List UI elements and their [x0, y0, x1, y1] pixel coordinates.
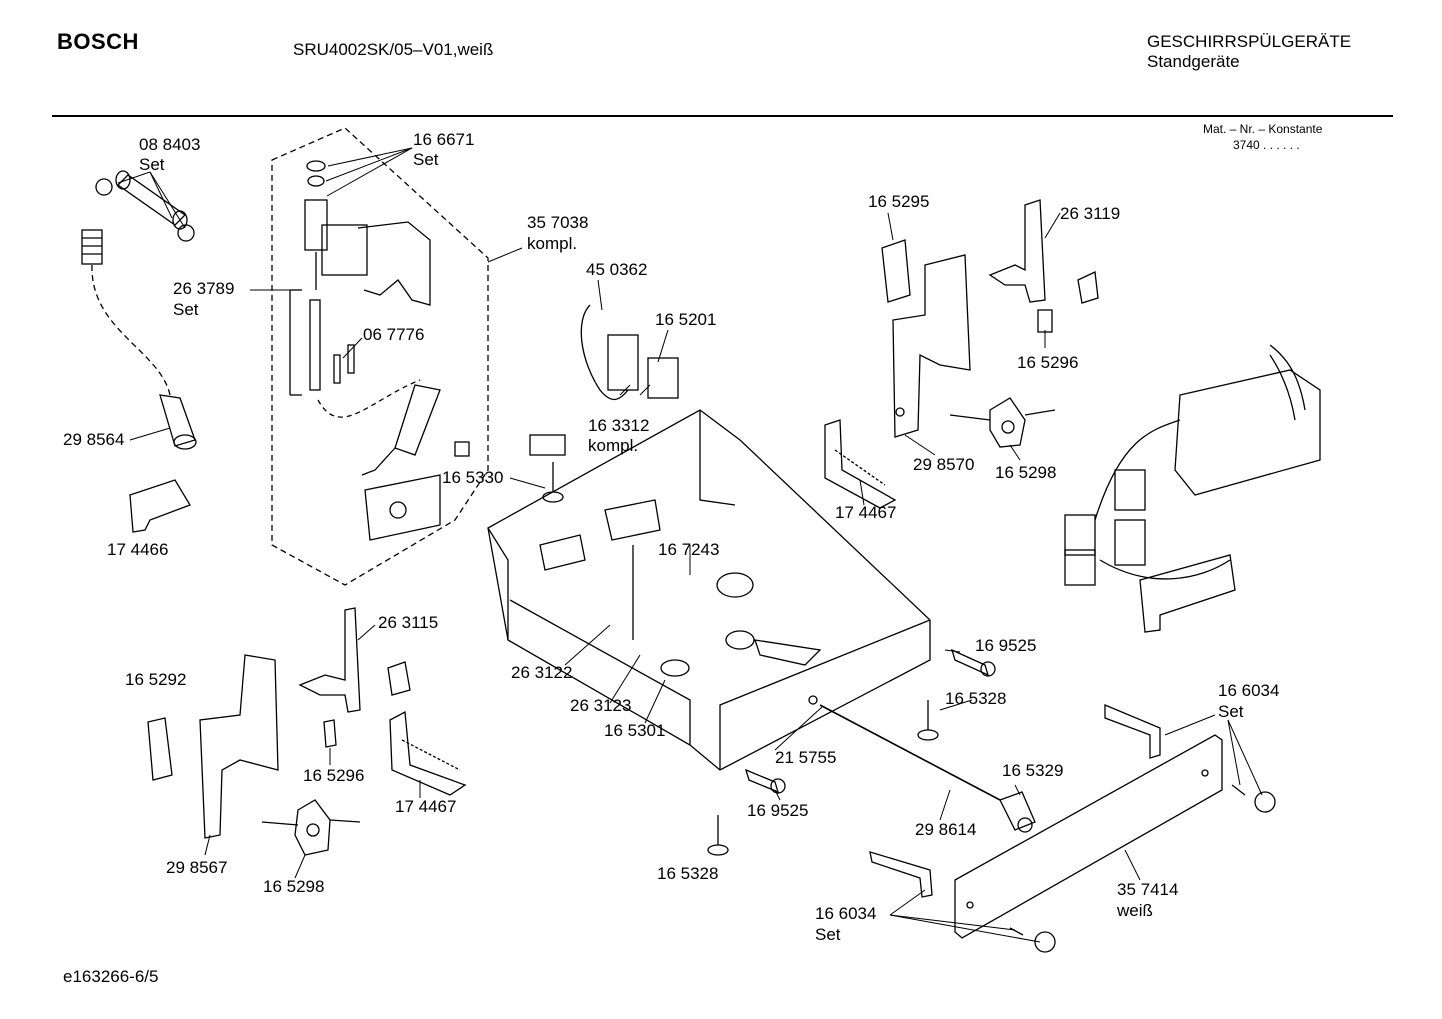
part-label: 26 3122 — [511, 663, 573, 682]
part-label: 16 5298 — [263, 877, 325, 896]
part-label: 16 5298 — [995, 463, 1057, 482]
connector-icon — [580, 304, 679, 401]
part-label: 17 4467 — [835, 503, 897, 522]
part-label: 35 7038 — [527, 213, 589, 232]
kick-panel-icon — [954, 734, 1223, 939]
part-label: 16 6671 — [413, 130, 475, 149]
part-label: 29 8570 — [913, 455, 975, 474]
part-label: Set — [815, 925, 841, 944]
part-label: kompl. — [588, 436, 639, 455]
part-label: 45 0362 — [586, 260, 648, 279]
mat-value: 3740 . . . . . . — [1233, 138, 1300, 152]
part-label: Set — [173, 300, 199, 319]
part-label: 16 5292 — [125, 670, 187, 689]
plate-165292-icon — [147, 717, 173, 781]
base-tub-icon — [487, 409, 931, 771]
part-label: 16 5295 — [868, 192, 930, 211]
valve-assembly-icon — [289, 160, 470, 541]
part-label: 16 5301 — [604, 721, 666, 740]
part-label: 26 3115 — [378, 613, 439, 632]
part-label: 16 6034 — [815, 904, 877, 923]
part-label: Set — [139, 155, 165, 174]
sensor-icon — [949, 397, 1056, 448]
part-label: kompl. — [527, 234, 578, 253]
brand-logo: BOSCH — [57, 29, 139, 54]
leader-lines — [117, 147, 1263, 943]
part-label: 16 5201 — [655, 310, 717, 329]
wiring-harness-icon — [1064, 344, 1321, 633]
part-label: 16 5296 — [1017, 353, 1079, 372]
bracket-263119-icon — [988, 199, 1046, 303]
bracket-263115-icon — [298, 607, 361, 713]
heater-lower-icon — [389, 710, 467, 796]
part-label: 21 5755 — [775, 748, 837, 767]
clip-pin-icon — [323, 719, 337, 748]
screw-169525a-icon — [950, 648, 996, 677]
mat-label: Mat. – Nr. – Konstante — [1203, 122, 1323, 136]
part-label: weiß — [1117, 901, 1153, 920]
part-label: 16 5296 — [303, 766, 365, 785]
part-label: 08 8403 — [139, 135, 201, 154]
part-label: 29 8614 — [915, 820, 977, 839]
document-id: e163266-6/5 — [63, 967, 159, 986]
part-label: 16 9525 — [747, 801, 809, 820]
clip-lower-icon — [387, 661, 411, 696]
corrugated-hose-icon — [81, 229, 197, 450]
part-label: Set — [413, 150, 439, 169]
upper-right-bracket-icon — [881, 239, 971, 438]
cap-166034b-icon — [1009, 927, 1056, 953]
part-label: 06 7776 — [363, 325, 425, 344]
block-icon — [529, 434, 566, 456]
part-label: 16 5328 — [657, 864, 719, 883]
assembly-dashed-outline — [271, 127, 489, 586]
part-label: 26 3123 — [570, 696, 632, 715]
heater-upper-icon — [824, 419, 897, 509]
rod-icon — [819, 704, 1001, 801]
screw-165328a-icon — [917, 700, 939, 741]
foot-165329-icon — [999, 791, 1036, 833]
category-title: GESCHIRRSPÜLGERÄTE — [1147, 32, 1352, 51]
subcategory-title: Standgeräte — [1147, 52, 1240, 71]
model-number: SRU4002SK/05–V01,weiß — [293, 40, 494, 59]
part-label: 16 6034 — [1218, 681, 1280, 700]
part-label: 16 5329 — [1002, 761, 1064, 780]
part-label: 29 8564 — [63, 430, 125, 449]
bracket-icon — [129, 479, 191, 533]
bracket-298567-icon — [199, 654, 279, 839]
part-label: 17 4467 — [395, 797, 457, 816]
bracket-166034a-icon — [1104, 704, 1161, 759]
part-label: 16 5330 — [442, 468, 504, 487]
part-label: 16 3312 — [588, 416, 650, 435]
part-label: 16 5328 — [945, 689, 1007, 708]
part-label: 29 8567 — [166, 858, 228, 877]
part-label: 17 4466 — [107, 540, 169, 559]
part-label: 26 3789 — [173, 279, 235, 298]
part-label: 35 7414 — [1117, 880, 1179, 899]
sensor-lower-icon — [261, 799, 361, 856]
clip-small-icon — [1077, 271, 1099, 304]
part-label: 16 9525 — [975, 636, 1037, 655]
part-label: Set — [1218, 702, 1244, 721]
part-label: 16 7243 — [658, 540, 720, 559]
tube-part-icon — [95, 170, 195, 242]
bracket-166034b-icon — [869, 851, 933, 898]
screw-165328b-icon — [707, 815, 729, 856]
cap-166034a-icon — [1231, 784, 1276, 813]
part-label: 26 3119 — [1060, 204, 1121, 223]
screw-169525b-icon — [744, 768, 786, 794]
clip-icon — [1037, 309, 1053, 333]
